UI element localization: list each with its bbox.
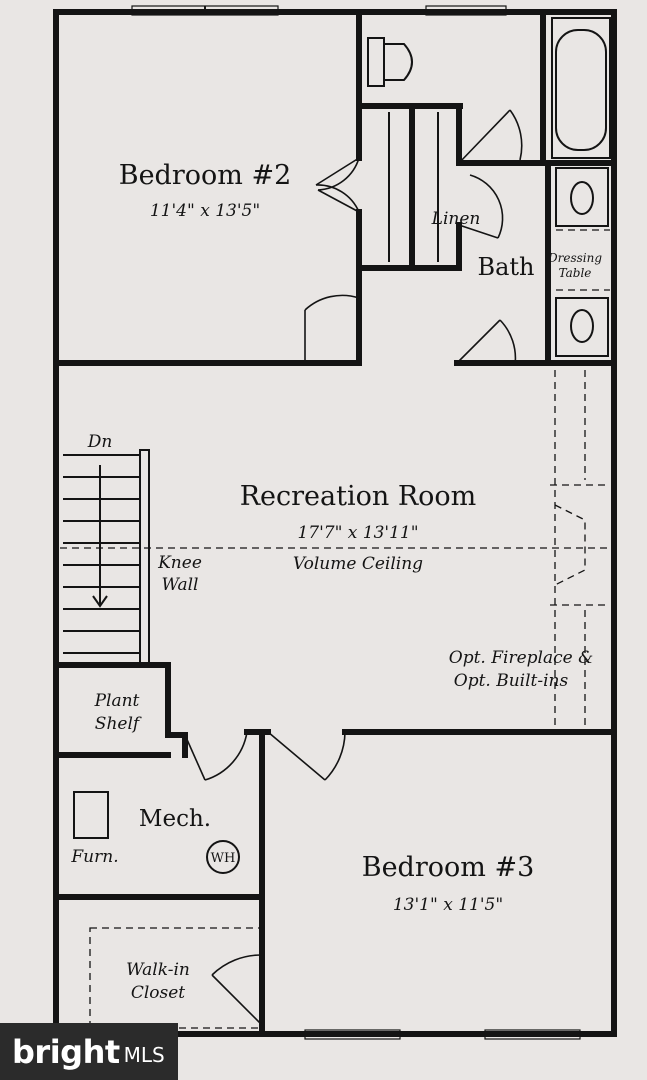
mech-label: Mech.	[139, 806, 211, 832]
bath-label: Bath	[477, 253, 534, 281]
closet-label: Closet	[131, 983, 185, 1003]
wall-label: Wall	[161, 575, 198, 595]
knee-label: Knee	[157, 553, 202, 573]
water-heater-label: WH	[211, 851, 236, 866]
furn-label: Furn.	[70, 847, 118, 867]
volume-ceiling-label: Volume Ceiling	[293, 554, 423, 574]
interior-walls	[53, 9, 617, 1037]
stairs-down-label: Dn	[87, 432, 113, 452]
built-ins-label: Opt. Built-ins	[454, 671, 569, 691]
room-labels: Bedroom #2 11'4" x 13'5" Linen Bath Dres…	[70, 160, 602, 1003]
bright-mls-watermark: bright MLS	[0, 1023, 178, 1080]
doors	[184, 109, 523, 1026]
fixtures	[73, 17, 611, 874]
plant-label: Plant	[94, 691, 140, 711]
shelf-label: Shelf	[95, 714, 142, 734]
exterior-walls	[53, 9, 617, 1037]
bedroom-3-name: Bedroom #3	[362, 852, 535, 883]
recreation-room-size: 17'7" x 13'11"	[297, 523, 418, 543]
bedroom-2-size: 11'4" x 13'5"	[150, 201, 260, 221]
recreation-room-name: Recreation Room	[240, 481, 477, 512]
dressing-label: Dressing	[547, 251, 602, 265]
bedroom-3-size: 13'1" x 11'5"	[393, 895, 503, 915]
watermark-mls: MLS	[123, 1042, 165, 1067]
walk-in-label: Walk-in	[126, 960, 190, 980]
table-label: Table	[559, 266, 592, 280]
staircase	[63, 449, 150, 666]
fireplace-label: Opt. Fireplace &	[449, 648, 593, 668]
bedroom-2-name: Bedroom #2	[119, 160, 292, 191]
dashed-lines	[60, 229, 610, 1029]
watermark-brand: bright	[12, 1032, 120, 1071]
linen-label: Linen	[431, 209, 481, 229]
